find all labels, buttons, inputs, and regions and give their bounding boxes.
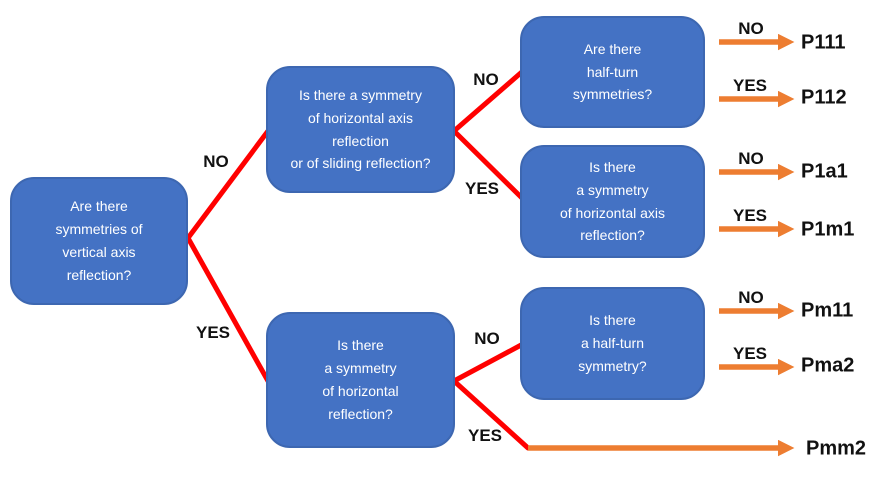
result-p111: P111 [801,31,846,54]
decision-box-root: Are there symmetries of vertical axis re… [10,177,188,305]
result-p112: P112 [801,86,847,109]
branch-label-q1-yes: YES [464,179,500,198]
branch-label-q1-no: NO [473,70,499,89]
decision-box-horizontal-axis-text: Is there a symmetry of horizontal axis r… [559,158,666,244]
branch-label-q4-yes: YES [467,426,503,445]
branch-label-q4-no: NO [474,329,500,348]
arrow-label-p111: NO [738,19,764,38]
arrow-label-pm11: NO [738,288,764,307]
branch-line-q1-yes [451,128,526,202]
branch-line-root-yes [185,235,271,384]
decision-box-horizontal-or-sliding-text: Is there a symmetry of horizontal axis r… [290,86,431,172]
decision-box-horizontal-or-sliding: Is there a symmetry of horizontal axis r… [266,66,455,193]
decision-box-half-turn-text: Is there a half-turn symmetry? [578,312,647,374]
decision-box-horizontal: Is there a symmetry of horizontal reflec… [266,312,455,448]
branch-label-root-no: NO [203,152,229,171]
arrow-label-p1a1: NO [738,149,764,168]
arrow-label-pma2: YES [732,344,768,363]
result-pmm2: Pmm2 [806,437,867,460]
branch-line-root-no [185,128,271,241]
result-pma2: Pma2 [801,354,855,377]
result-p1a1: P1a1 [801,160,848,183]
decision-box-horizontal-axis: Is there a symmetry of horizontal axis r… [520,145,705,258]
decision-box-half-turn-plural: Are there half-turn symmetries? [520,16,705,128]
branch-line-q4-yes [451,378,531,451]
decision-box-root-text: Are there symmetries of vertical axis re… [55,198,143,283]
branch-line-q4-no [451,341,526,384]
decision-box-half-turn: Is there a half-turn symmetry? [520,287,705,400]
decision-box-half-turn-plural-text: Are there half-turn symmetries? [572,40,653,103]
branch-line-q1-no [451,68,526,134]
arrow-label-p1m1: YES [732,206,768,225]
decision-box-horizontal-text: Is there a symmetry of horizontal reflec… [322,337,399,422]
result-pm11: Pm11 [801,299,854,322]
branch-label-root-yes: YES [195,323,231,342]
result-p1m1: P1m1 [801,218,855,241]
arrow-label-p112: YES [732,76,768,95]
